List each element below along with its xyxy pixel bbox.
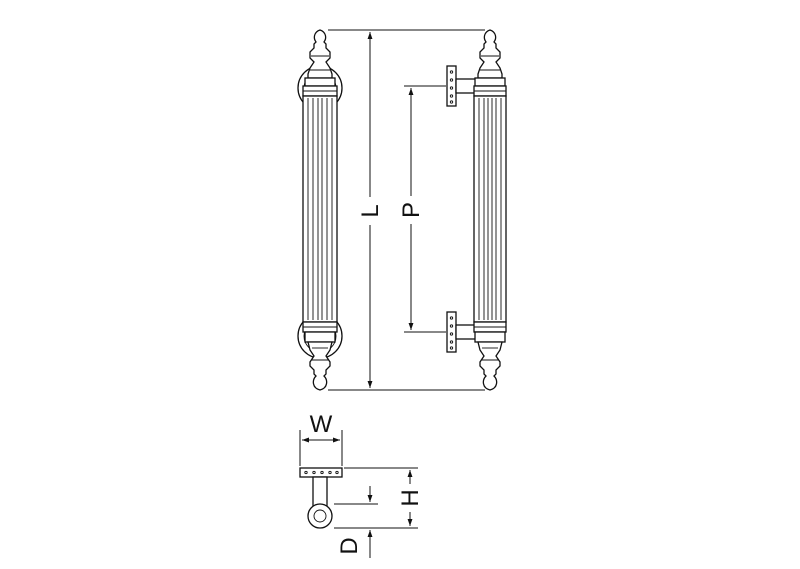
section-post [312, 476, 328, 508]
label-pitch: P [398, 202, 425, 218]
label-height: H [397, 489, 424, 506]
dimension-diameter: D [334, 486, 378, 558]
dimension-height: H [334, 467, 424, 529]
side-bottom-finial [477, 341, 503, 391]
side-top-finial [477, 29, 503, 79]
dimension-pitch: P [397, 85, 446, 333]
dimension-length: L [328, 29, 485, 391]
dimension-width: W [299, 411, 343, 466]
front-view-handle [297, 29, 343, 391]
side-view-handle [446, 29, 507, 391]
section-grip [307, 503, 333, 529]
top-mount-plate [446, 65, 457, 107]
label-diameter: D [336, 537, 363, 554]
label-width: W [310, 411, 333, 438]
bottom-finial [307, 341, 333, 391]
section-view [299, 467, 343, 529]
top-finial [307, 29, 333, 79]
bottom-mount-plate [446, 311, 457, 353]
label-length: L [357, 204, 384, 217]
